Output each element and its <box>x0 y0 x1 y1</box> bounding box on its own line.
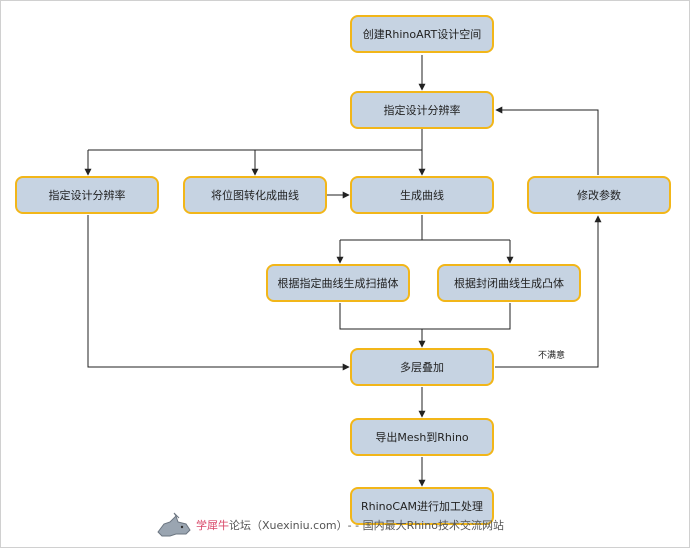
node-boss-from-closed-curve: 根据封闭曲线生成凸体 <box>437 264 581 302</box>
edge-stack-to-modify <box>495 215 602 368</box>
watermark-text: 论坛（Xuexiniu.com）- - 国内最大Rhino技术交流网站 <box>229 519 504 532</box>
site-watermark[interactable]: 学犀牛 论坛（Xuexiniu.com）- - 国内最大Rhino技术交流网站 <box>156 512 504 538</box>
edge-merge-bracket <box>339 303 511 330</box>
watermark-brand: 学犀牛 <box>196 519 229 532</box>
node-set-resolution-left: 指定设计分辨率 <box>15 176 159 214</box>
node-multi-layer-stack: 多层叠加 <box>350 348 494 386</box>
node-set-resolution-main: 指定设计分辨率 <box>350 91 494 129</box>
node-modify-params: 修改参数 <box>527 176 671 214</box>
node-generate-curve: 生成曲线 <box>350 176 494 214</box>
node-image-to-curve: 将位图转化成曲线 <box>183 176 327 214</box>
node-export-mesh: 导出Mesh到Rhino <box>350 418 494 456</box>
edge-modify-to-resolution <box>495 106 599 175</box>
rhino-logo-icon <box>157 512 191 537</box>
node-create-space: 创建RhinoART设计空间 <box>350 15 494 53</box>
node-sweep-from-curve: 根据指定曲线生成扫描体 <box>266 264 410 302</box>
node-rhinocam-process: RhinoCAM进行加工处理 <box>350 487 494 525</box>
edge-label-unsatisfied: 不满意 <box>538 351 566 361</box>
edge-left-resolution-to-stack <box>87 215 350 371</box>
